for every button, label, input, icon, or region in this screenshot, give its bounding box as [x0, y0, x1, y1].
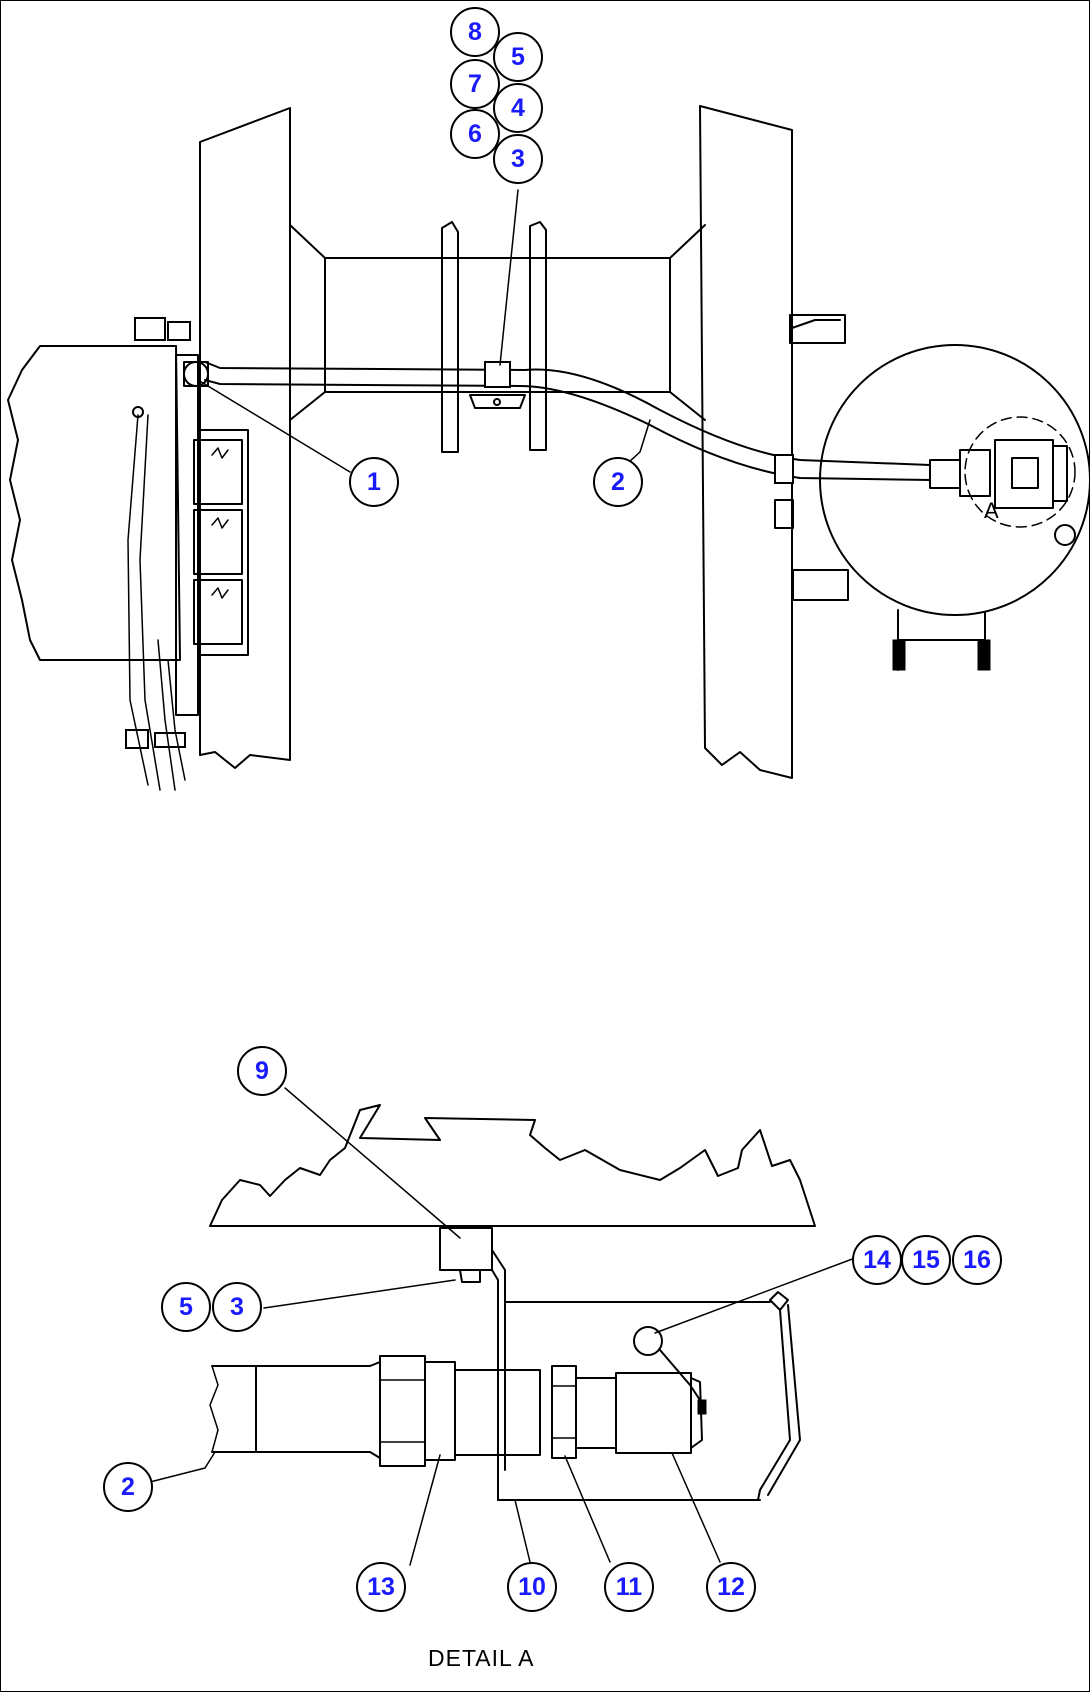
detail-leaders — [149, 1087, 856, 1566]
svg-text:5: 5 — [179, 1293, 193, 1321]
callout-2: 2 — [593, 457, 643, 507]
tank-shell-section — [209, 1104, 816, 1227]
callout-5: 5 — [493, 32, 543, 82]
callout-1: 1 — [349, 457, 399, 507]
callout-15: 15 — [901, 1235, 951, 1285]
upper-assembly-view: A 1 2 8 5 7 4 6 3 — [7, 7, 1090, 791]
callout-3: 3 — [493, 134, 543, 184]
svg-text:9: 9 — [255, 1057, 269, 1085]
callout-7: 7 — [450, 59, 500, 109]
upper-leaders — [197, 189, 651, 473]
cross-member — [289, 221, 706, 453]
mounting-bracket — [439, 1227, 771, 1501]
svg-text:3: 3 — [511, 145, 525, 173]
svg-text:2: 2 — [121, 1473, 135, 1501]
callout-3-detail: 3 — [212, 1282, 262, 1332]
hose-assembly — [183, 361, 931, 481]
callout-9: 9 — [237, 1046, 287, 1096]
svg-text:5: 5 — [511, 43, 525, 71]
callout-13: 13 — [356, 1562, 406, 1612]
round-tank: A — [774, 314, 1090, 671]
callout-14: 14 — [852, 1235, 902, 1285]
callout-11: 11 — [604, 1562, 654, 1612]
callout-16: 16 — [952, 1235, 1002, 1285]
detail-marker-label: A — [984, 498, 999, 523]
svg-text:7: 7 — [468, 70, 482, 98]
svg-text:15: 15 — [912, 1246, 940, 1274]
left-housing-block — [7, 317, 249, 791]
svg-text:12: 12 — [717, 1573, 745, 1601]
callout-4: 4 — [493, 83, 543, 133]
svg-text:8: 8 — [468, 18, 482, 46]
hose-and-fittings — [209, 1355, 707, 1467]
callout-6: 6 — [450, 109, 500, 159]
svg-text:1: 1 — [367, 468, 381, 496]
svg-text:3: 3 — [230, 1293, 244, 1321]
callout-8: 8 — [450, 7, 500, 57]
svg-text:13: 13 — [367, 1573, 395, 1601]
callout-10: 10 — [507, 1562, 557, 1612]
callout-12: 12 — [706, 1562, 756, 1612]
dust-cap-with-tether — [633, 1291, 801, 1501]
svg-text:16: 16 — [963, 1246, 991, 1274]
callout-2-detail: 2 — [103, 1462, 153, 1512]
svg-text:10: 10 — [518, 1573, 546, 1601]
svg-text:2: 2 — [611, 468, 625, 496]
svg-text:11: 11 — [616, 1573, 643, 1601]
detail-caption: DETAIL A — [428, 1645, 534, 1671]
right-frame-rail — [699, 105, 793, 779]
callout-5-detail: 5 — [161, 1282, 211, 1332]
detail-a-view: 9 5 3 14 15 16 2 13 10 11 12 DETAIL A — [103, 1046, 1002, 1671]
left-frame-rail — [199, 107, 291, 769]
svg-text:4: 4 — [511, 94, 525, 122]
svg-text:6: 6 — [468, 120, 482, 148]
svg-text:14: 14 — [863, 1246, 891, 1274]
